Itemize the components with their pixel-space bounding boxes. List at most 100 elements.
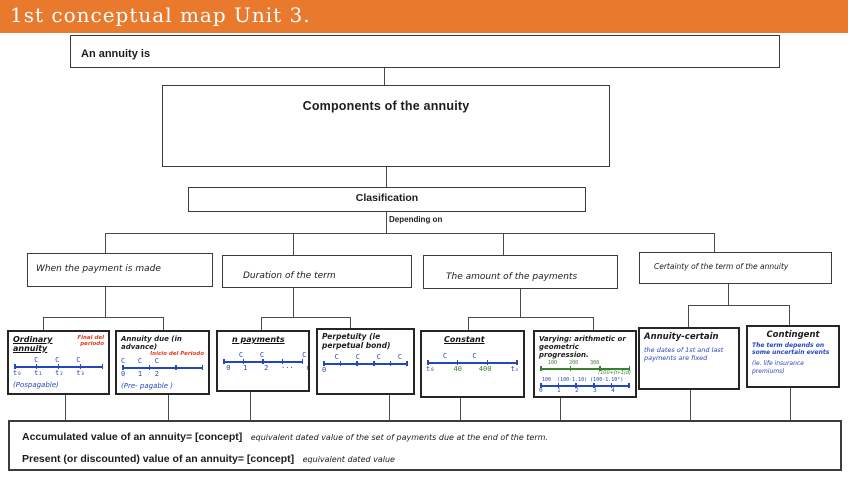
- timeline-n-payments: C C C 0 1 2 ··· n: [222, 351, 310, 373]
- annuity-certain-note: the dates of 1st and last payments are f…: [644, 346, 724, 363]
- present-value-handwritten: equivalent dated value: [302, 455, 395, 464]
- timeline-payments-row: C C C: [222, 351, 307, 359]
- timeline-payments-row: C C C: [13, 356, 81, 364]
- node-an-annuity-is: An annuity is: [70, 35, 780, 68]
- present-value-printed: Present (or discounted) value of an annu…: [22, 453, 295, 465]
- connector: [560, 398, 561, 420]
- timeline-axis-labels: 0 1 2 ··· n: [222, 364, 310, 372]
- leaf-annuity-due: Annuity due (in advance) Inicio del Peri…: [115, 330, 210, 395]
- connector: [688, 305, 789, 306]
- geometric-values: 100 (100·1.10) (100·1.10²): [539, 377, 624, 384]
- leaf-n-payments-title: n payments: [232, 335, 285, 344]
- connector: [163, 317, 164, 330]
- slide-title: 1st conceptual map Unit 3.: [10, 3, 311, 27]
- node-components-label: Components of the annuity: [302, 99, 470, 113]
- connector: [688, 305, 689, 327]
- pospagable-caption: (Pospagable): [13, 381, 59, 389]
- slide-title-bar: 1st conceptual map Unit 3.: [0, 0, 848, 33]
- branch-amount-of-payments: The amount of the payments: [423, 255, 618, 289]
- connector: [43, 317, 44, 330]
- connector: [468, 317, 594, 318]
- leaf-annuity-certain: Annuity-certain the dates of 1st and las…: [638, 327, 740, 390]
- arithmetic-formula: (100+(n-1)d): [598, 370, 631, 377]
- connector: [389, 395, 390, 420]
- connector: [520, 289, 521, 317]
- connector: [293, 233, 294, 255]
- timeline-annuity-due: C C C 0 1 2 3: [121, 357, 204, 379]
- timeline-perpetuity: C C C C C 0 ∞: [322, 353, 409, 375]
- connector: [690, 390, 691, 420]
- connector: [503, 233, 504, 255]
- leaf-perpetuity: Perpetuity (ie perpetual bond) C C C C C…: [316, 328, 415, 395]
- node-an-annuity-is-label: An annuity is: [81, 48, 151, 60]
- branch-duration-of-term-label: Duration of the term: [243, 271, 336, 281]
- axis-end-label: tₙ: [510, 365, 519, 373]
- timeline-payments-row: C C C C C: [322, 353, 415, 362]
- timeline-arithmetic: 100 200 300 (100+(n-1)d): [539, 360, 631, 376]
- start-of-period-note: Inicio del Periodo: [150, 351, 204, 357]
- connector: [789, 305, 790, 325]
- timeline-axis-labels: t₀ t₁ t₂ t₃ tₙ: [13, 369, 110, 377]
- connector: [261, 317, 351, 318]
- leaf-ordinary-annuity-title: Ordinary annuity: [13, 335, 53, 353]
- leaf-contingent-title: Contingent: [766, 330, 820, 340]
- connector: [386, 167, 387, 187]
- payment-amounts: 40 400: [453, 365, 492, 373]
- connector: [384, 68, 385, 85]
- connector: [105, 287, 106, 317]
- timeline-payments-row: C C C: [121, 357, 159, 366]
- timeline-axis-line: [540, 383, 630, 389]
- branch-when-payment-made: When the payment is made: [27, 253, 213, 287]
- timeline-axis-line: [427, 360, 518, 365]
- connector: [790, 388, 791, 420]
- leaf-perpetuity-title: Perpetuity (ie perpetual bond): [322, 332, 391, 350]
- connector: [386, 212, 387, 233]
- leaf-varying: Varying: arithmetic or geometric progres…: [533, 330, 637, 398]
- connector: [350, 317, 351, 328]
- timeline-axis-line: [223, 359, 303, 364]
- timeline-axis-labels: t₀ 40 400 tₙ: [426, 365, 519, 374]
- leaf-constant-title: Constant: [444, 335, 485, 344]
- node-components: Components of the annuity: [162, 85, 610, 167]
- accumulated-value-definition: Accumulated value of an annuity= [concep…: [22, 427, 840, 445]
- connector: [714, 233, 715, 252]
- branch-certainty-of-term: Certainty of the term of the annuity: [639, 252, 832, 284]
- contingent-note: The term depends on some uncertain event…: [752, 342, 830, 357]
- connector: [728, 284, 729, 305]
- contingent-example-note: (ie. life insurance premiums): [752, 360, 804, 375]
- branch-when-payment-made-label: When the payment is made: [36, 264, 161, 274]
- leaf-n-payments: n payments C C C 0 1 2 ··· n: [216, 330, 310, 392]
- arithmetic-values: 100 200 300: [539, 360, 600, 367]
- timeline-payments-row: C C C: [426, 352, 525, 360]
- end-of-period-note: Final del periodo: [77, 335, 104, 348]
- connector: [65, 395, 66, 420]
- connector: [250, 392, 251, 420]
- accumulated-value-printed: Accumulated value of an annuity= [concep…: [22, 431, 243, 443]
- branch-certainty-of-term-label: Certainty of the term of the annuity: [654, 262, 789, 271]
- connector: [261, 317, 262, 330]
- timeline-axis-line: [323, 361, 408, 367]
- timeline-constant: C C C t₀ 40 400 tₙ: [426, 352, 525, 374]
- connector: [468, 317, 469, 330]
- connector: [460, 398, 461, 420]
- leaf-constant: Constant C C C t₀ 40 400 tₙ: [420, 330, 525, 398]
- timeline-axis-line: [540, 366, 630, 372]
- leaf-ordinary-annuity: Ordinary annuity Final del periodo C C C…: [7, 330, 110, 395]
- branch-duration-of-term: Duration of the term: [222, 255, 412, 288]
- connector: [168, 395, 169, 420]
- connector: [593, 317, 594, 330]
- timeline-axis-line: [14, 364, 103, 369]
- geometric-axis-labels: 0 1 2 3 4: [539, 387, 615, 395]
- timeline-axis-labels: 0 1 2 3: [121, 370, 210, 379]
- timeline-ordinary: C C C t₀ t₁ t₂ t₃ tₙ: [13, 356, 104, 378]
- timeline-axis-line: [122, 365, 203, 371]
- present-value-definition: Present (or discounted) value of an annu…: [22, 449, 840, 467]
- leaf-varying-title: Varying: arithmetic or geometric progres…: [539, 335, 626, 360]
- leaf-annuity-certain-title: Annuity-certain: [644, 332, 719, 342]
- node-clasification: Clasification: [188, 187, 586, 212]
- axis-start-label: t₀: [426, 365, 435, 373]
- depending-on-label: Depending on: [389, 215, 443, 224]
- branch-amount-of-payments-label: The amount of the payments: [446, 272, 578, 282]
- definitions-box: Accumulated value of an annuity= [concep…: [8, 420, 842, 471]
